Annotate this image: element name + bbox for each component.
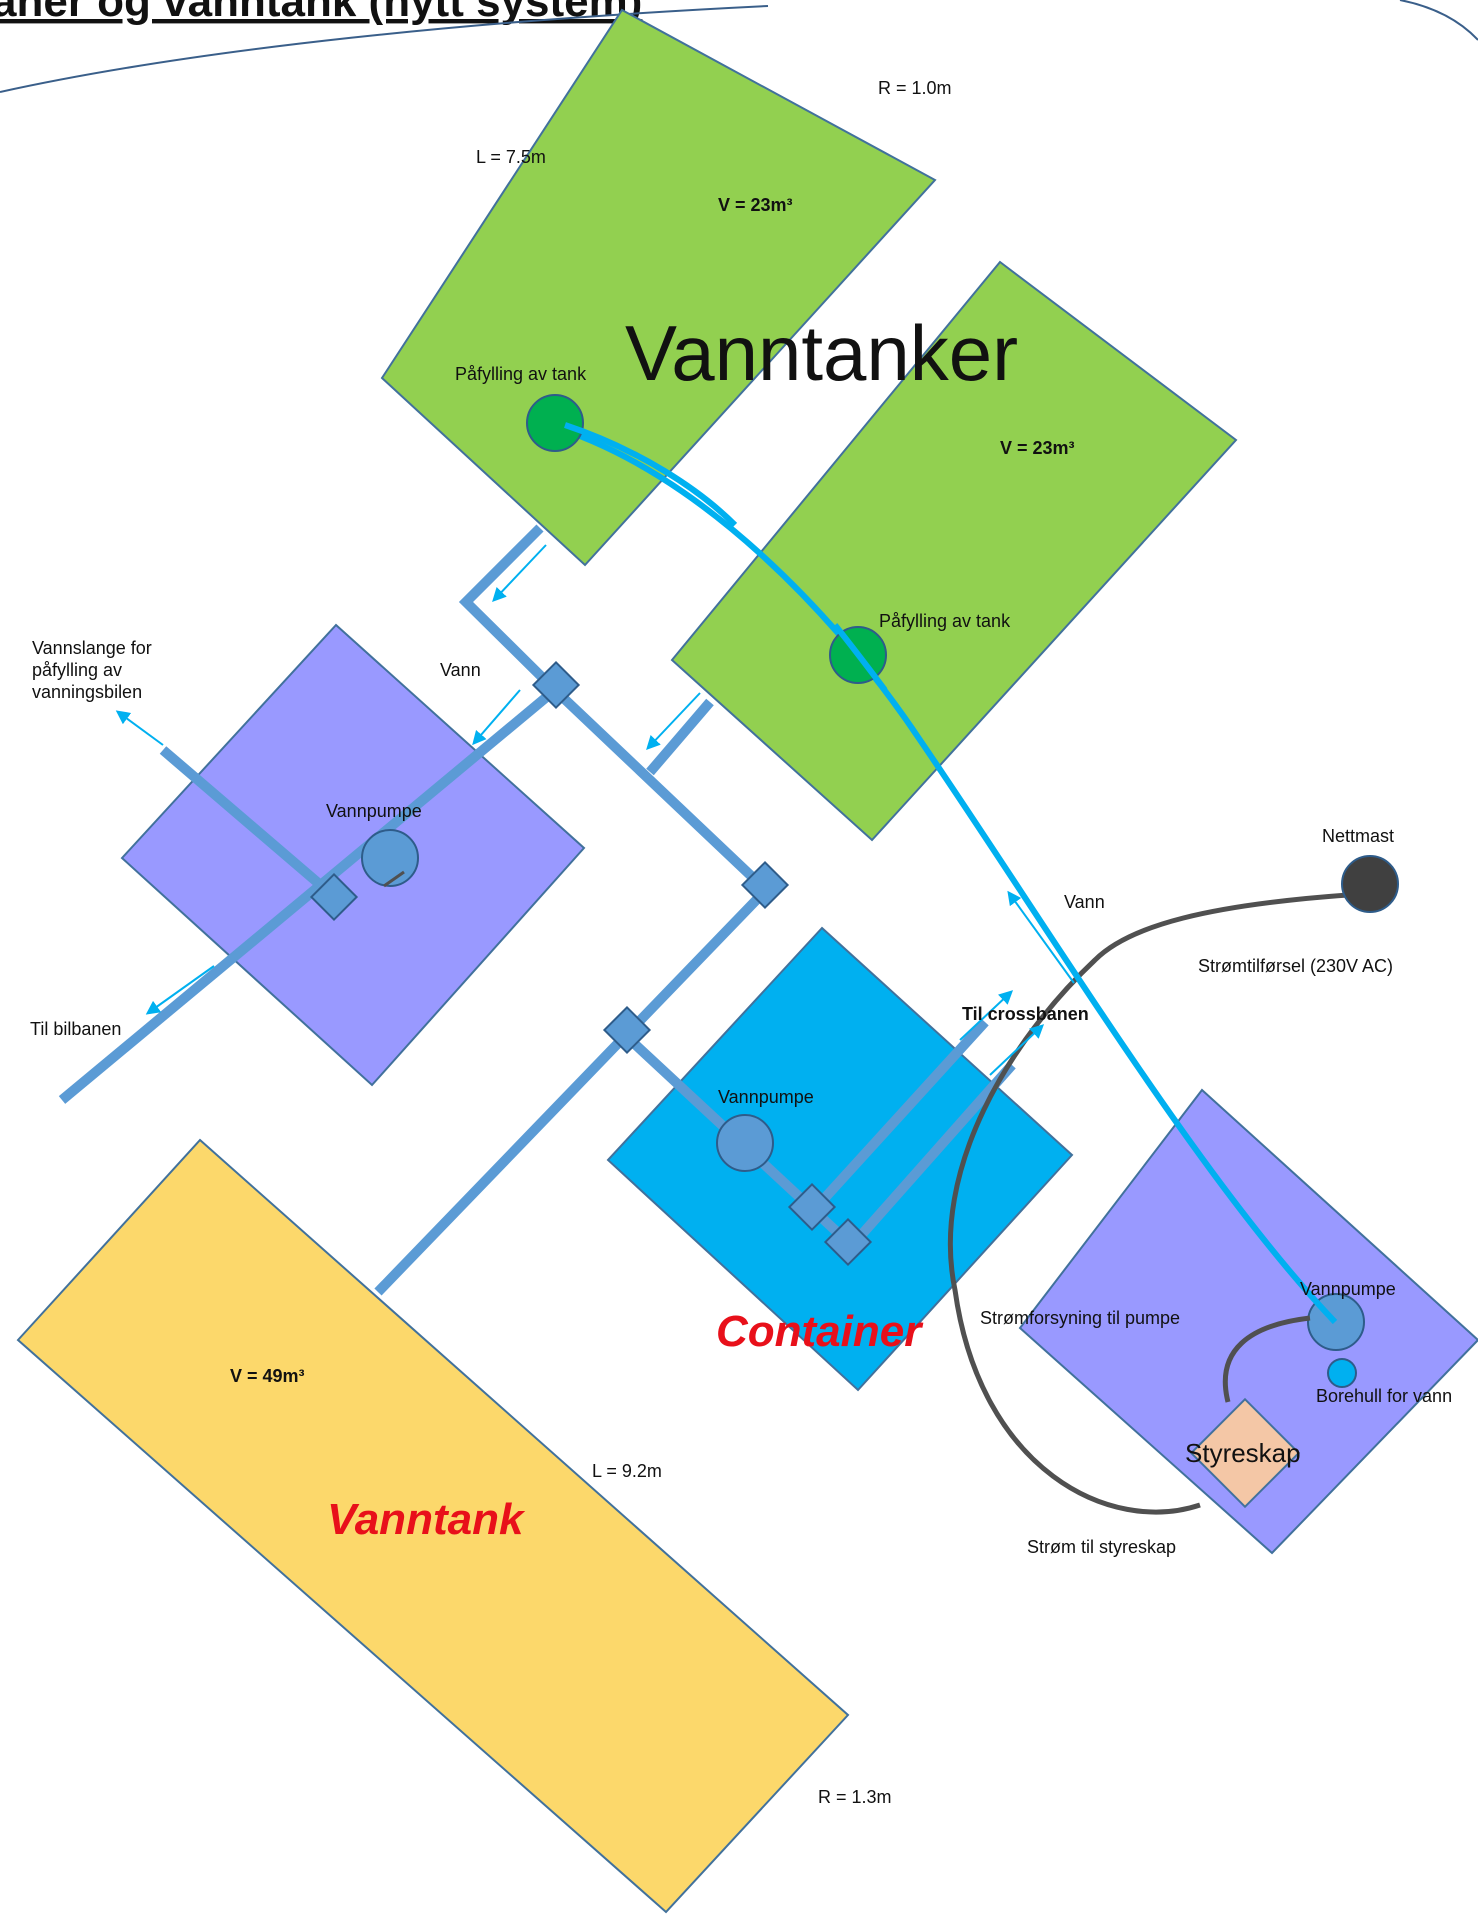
control-cabinet xyxy=(1189,1397,1301,1509)
fill-point-tank-1 xyxy=(526,394,584,452)
container-pump-icon xyxy=(716,1114,774,1172)
container-label: Container xyxy=(716,1307,924,1356)
tank2-fill-label: Påfylling av tank xyxy=(879,611,1011,631)
pipe-to-bilbanen xyxy=(58,686,559,1104)
water-line-segment-2 xyxy=(832,623,888,692)
water-label-left: Vann xyxy=(440,660,481,680)
container-out-2 xyxy=(844,1061,1016,1254)
power-cable-pump xyxy=(1222,1315,1311,1403)
power-mast-icon xyxy=(1341,855,1399,913)
flow-arrow-bilbanen xyxy=(145,965,215,1015)
power-cable-main xyxy=(948,892,1349,1515)
big-tank-radius-label: R = 1.3m xyxy=(818,1787,892,1807)
pump-left-handle xyxy=(383,870,405,888)
flow-arrow-tank1 xyxy=(492,544,547,603)
pump-left-icon xyxy=(361,829,419,887)
valve-1 xyxy=(531,660,581,710)
flow-arrow-vann-right xyxy=(1007,890,1075,984)
hose-label-line-2: påfylling av xyxy=(32,660,122,680)
main-pipe xyxy=(458,524,770,894)
power-supply-label: Strømtilførsel (230V AC) xyxy=(1198,956,1393,976)
cabinet-power-label: Strøm til styreskap xyxy=(1027,1537,1176,1557)
hose-label-line-1: Vannslange for xyxy=(32,638,152,658)
container-pump-label: Vannpumpe xyxy=(718,1087,814,1107)
valve-5 xyxy=(787,1182,837,1232)
water-label-right: Vann xyxy=(1064,892,1105,912)
big-tank-label: Vanntank xyxy=(327,1495,526,1544)
flow-arrow-hose xyxy=(115,710,164,746)
tank2-volume-label: V = 23m³ xyxy=(1000,438,1075,458)
tank2-pipe xyxy=(646,698,714,776)
to-car-track-label: Til bilbanen xyxy=(30,1019,121,1039)
tank1-radius-label: R = 1.0m xyxy=(878,78,952,98)
page-title: aner og vanntank (nytt system) xyxy=(0,0,642,26)
pump-box-right xyxy=(1018,1088,1478,1555)
decorative-curve-right xyxy=(1399,0,1478,41)
pipe-network xyxy=(58,524,1016,1296)
borehole-icon xyxy=(1327,1358,1357,1388)
big-tank-volume-label: V = 49m³ xyxy=(230,1366,305,1386)
flow-arrow-tank2 xyxy=(646,692,701,751)
valve-3 xyxy=(602,1005,652,1055)
flow-arrow-crossbanen-2 xyxy=(989,1024,1045,1076)
flow-arrow-vann xyxy=(472,689,521,746)
water-supply-line xyxy=(547,422,1338,1325)
flow-arrow-crossbanen-1 xyxy=(959,990,1014,1041)
to-crossbanen-label: Til crossbanen xyxy=(962,1004,1089,1024)
tank1-length-label: L = 7.5m xyxy=(476,147,546,167)
cabinet-label: Styreskap xyxy=(1185,1438,1301,1468)
water-tank-1 xyxy=(380,8,937,567)
pipe-to-big-tank xyxy=(374,886,770,1296)
valve-4 xyxy=(309,872,359,922)
borehole-label: Borehull for vann xyxy=(1316,1386,1452,1406)
water-tanks-label: Vanntanker xyxy=(625,309,1018,397)
big-tank-length-label: L = 9.2m xyxy=(592,1461,662,1481)
decorative-curve-left xyxy=(0,5,769,93)
big-water-tank xyxy=(16,1138,850,1914)
valve-2 xyxy=(740,860,790,910)
hose-pipe xyxy=(159,746,342,904)
tank1-fill-label: Påfylling av tank xyxy=(455,364,587,384)
pump-power-label: Strømforsyning til pumpe xyxy=(980,1308,1180,1328)
valve-6 xyxy=(823,1217,873,1267)
tank1-volume-label: V = 23m³ xyxy=(718,195,793,215)
pump-left-label: Vannpumpe xyxy=(326,801,422,821)
water-tank-2 xyxy=(670,260,1238,842)
power-mast-label: Nettmast xyxy=(1322,826,1394,846)
hose-label-line-3: vanningsbilen xyxy=(32,682,142,702)
water-line-segment-1 xyxy=(564,422,738,528)
container-out-1 xyxy=(808,1018,989,1216)
pump-right-label: Vannpumpe xyxy=(1300,1279,1396,1299)
